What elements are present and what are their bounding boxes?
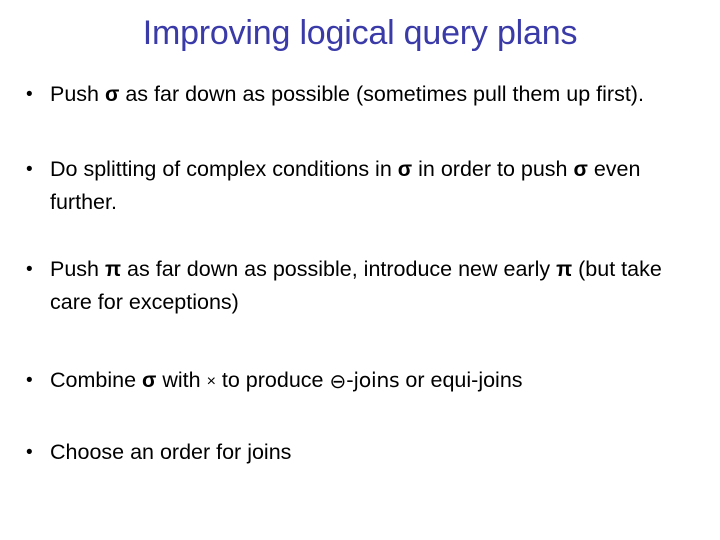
list-item: • Push π as far down as possible, introd… <box>24 253 696 319</box>
bullet-segment-text: Push <box>50 82 105 106</box>
bullet-marker-icon: • <box>26 259 33 280</box>
list-item: • Do splitting of complex conditions in … <box>24 153 696 219</box>
bullet-segment-text: Push <box>50 257 105 281</box>
page-title: Improving logical query plans <box>142 14 578 52</box>
list-item: • Choose an order for joins <box>24 436 696 469</box>
bullet-text: Combine σ with × to produce ⊖-joins or e… <box>50 364 696 399</box>
bullet-text: Push σ as far down as possible (sometime… <box>50 78 696 111</box>
list-item: • Push σ as far down as possible (someti… <box>24 78 696 111</box>
bullet-segment-text: -joins <box>346 368 400 392</box>
bullet-segment-text: Combine <box>50 368 143 392</box>
bullet-segment-text: Do splitting of complex conditions in <box>50 157 398 181</box>
sigma-selection-operator: σ <box>104 83 120 106</box>
pi-projection-operator: π <box>104 258 122 281</box>
bullet-segment-text: with <box>156 368 207 392</box>
theta-join-symbol: ⊖ <box>329 371 347 393</box>
bullet-marker-icon: • <box>26 442 33 463</box>
bullet-text: Choose an order for joins <box>50 436 696 469</box>
bullet-text: Push π as far down as possible, introduc… <box>50 253 696 319</box>
bullet-text: Do splitting of complex conditions in σ … <box>50 153 696 219</box>
bullet-marker-icon: • <box>26 159 33 180</box>
sigma-selection-operator: σ <box>397 158 413 181</box>
bullet-segment-text: as far down as possible, introduce new e… <box>121 257 557 281</box>
bullet-segment-text: as far down as possible (sometimes pull … <box>119 82 644 106</box>
list-item: • Combine σ with × to produce ⊖-joins or… <box>24 364 696 399</box>
bullet-segment-text: Choose an order for joins <box>50 440 292 464</box>
sigma-selection-operator: σ <box>142 369 157 392</box>
sigma-selection-operator: σ <box>573 158 588 181</box>
pi-projection-operator: π <box>556 258 573 281</box>
bullet-segment-text: (but take care for exceptions) <box>50 257 662 314</box>
bullet-segment-text: to produce <box>215 368 330 392</box>
bullet-marker-icon: • <box>26 84 33 105</box>
bullet-marker-icon: • <box>26 370 33 391</box>
bullet-segment-text: even further. <box>50 157 641 214</box>
bullet-segment-text: in order to push <box>412 157 574 181</box>
cartesian-product-operator: × <box>206 373 216 390</box>
bullet-segment-text: or equi-joins <box>399 368 523 392</box>
bullet-list: • Push σ as far down as possible (someti… <box>24 78 696 469</box>
